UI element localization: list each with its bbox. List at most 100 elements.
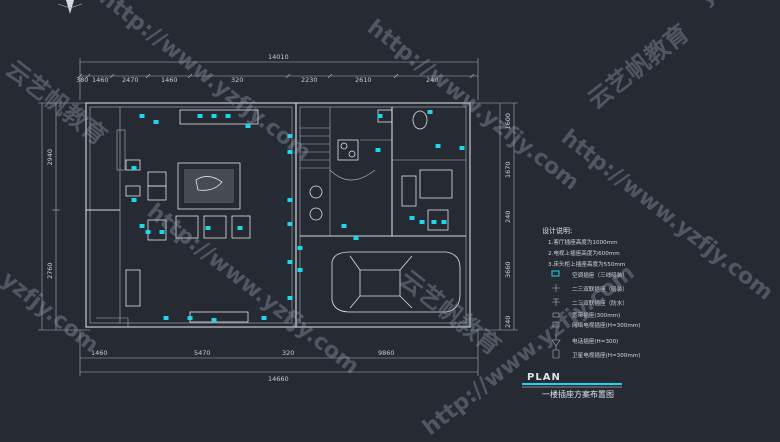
- socket-marker: [287, 222, 293, 226]
- legend-title: 设计说明:: [542, 226, 572, 235]
- socket-marker: [261, 316, 267, 320]
- socket-marker: [287, 150, 293, 154]
- watermark-url-3: http://www.yzfjy.com: [142, 199, 363, 380]
- bottom-dimension-lines: [79, 330, 479, 376]
- right-dimension-lines: [470, 102, 518, 331]
- dimension-tick: [109, 73, 115, 79]
- dimension-tick: [77, 73, 83, 79]
- top-segment-dimension: 2230: [301, 76, 318, 84]
- dimension-tick: [145, 73, 151, 79]
- socket-marker: [377, 114, 383, 118]
- watermark-url-6: yzfjy.com: [694, 0, 780, 11]
- socket-marker: [459, 146, 465, 150]
- socket-marker: [139, 114, 145, 118]
- watermark-url-2: http://www.yzfjy.com: [362, 15, 583, 196]
- socket-marker: [139, 224, 145, 228]
- plan-title-block: PLAN 一楼插座方案布置图: [522, 372, 622, 399]
- socket-marker: [245, 124, 251, 128]
- socket-marker: [237, 226, 243, 230]
- legend-item-broadband: 宽带插座(300mm): [572, 311, 620, 319]
- dimension-tick: [285, 73, 291, 79]
- socket-marker: [287, 198, 293, 202]
- left-dimension-lines: [38, 102, 90, 331]
- socket-marker: [197, 114, 203, 118]
- top-segment-dimension: 380: [76, 76, 88, 84]
- bottom-segment-dimension: 320: [282, 349, 294, 357]
- dimension-tick: [393, 73, 399, 79]
- living-room-furniture: [125, 109, 259, 323]
- plan-subtitle: 一楼插座方案布置图: [542, 389, 614, 399]
- dimension-tick: [187, 73, 193, 79]
- socket-marker: [131, 198, 137, 202]
- legend-symbol-satellite-tv: [552, 346, 560, 359]
- watermark-url-5: yzfjy.com: [0, 267, 103, 358]
- socket-marker: [441, 220, 447, 224]
- socket-marker: [187, 316, 193, 320]
- bottom-segment-dimension: 9860: [378, 349, 395, 357]
- socket-marker: [297, 246, 303, 250]
- socket-marker: [225, 114, 231, 118]
- legend-symbol-double-socket: [552, 284, 560, 292]
- right-segment-dimension: 240: [504, 316, 512, 328]
- bottom-segment-dimension: 5470: [194, 349, 211, 357]
- left-segment-dimension: 2940: [46, 149, 54, 166]
- socket-marker: [353, 236, 359, 240]
- socket-symbols: [131, 110, 465, 322]
- legend-note-3: 3.床头柜上插座高度为550mm: [548, 260, 625, 268]
- top-segment-dimension: 320: [231, 76, 243, 84]
- dimension-tick: [85, 73, 91, 79]
- legend-symbol-waterproof-socket: [552, 298, 560, 306]
- legend-item-satellite-tv: 卫星电视插座(H=300mm): [572, 351, 640, 359]
- right-segment-dimension: 1670: [504, 161, 512, 178]
- right-segment-dimension: 3660: [504, 261, 512, 278]
- top-segment-dimension: 2470: [122, 76, 139, 84]
- socket-marker: [153, 120, 159, 124]
- socket-marker: [131, 166, 137, 170]
- socket-marker: [287, 134, 293, 138]
- car-icon: [331, 251, 461, 313]
- socket-marker: [205, 226, 211, 230]
- socket-marker: [375, 148, 381, 152]
- top-segment-dimension: 1460: [161, 76, 178, 84]
- top-total-dimension: 14010: [268, 53, 289, 61]
- legend-note-2: 2.电视上插座高度为600mm: [548, 249, 620, 257]
- design-notes-legend: 设计说明: 1.客厅插座高度为1000mm 2.电视上插座高度为600mm 3.…: [542, 226, 640, 359]
- socket-marker: [297, 268, 303, 272]
- plan-label: PLAN: [527, 372, 561, 383]
- socket-marker: [211, 318, 217, 322]
- top-segment-dimension: 1460: [92, 76, 109, 84]
- socket-marker: [431, 220, 437, 224]
- dimension-tick: [469, 73, 475, 79]
- socket-marker: [427, 110, 433, 114]
- legend-item-ac: 空调插座（三线暗装）: [572, 271, 628, 279]
- legend-item-double-socket: 二三双联插座（暗装）: [572, 285, 628, 293]
- socket-marker: [435, 144, 441, 148]
- legend-symbol-broadband: [552, 312, 560, 318]
- legend-item-waterproof-socket: 二三双联插座（防水）: [572, 299, 628, 307]
- legend-item-phone: 电话插座(H=300): [572, 337, 618, 345]
- legend-symbol-phone: [551, 334, 561, 347]
- left-segment-dimension: 2760: [46, 262, 54, 279]
- socket-marker: [287, 296, 293, 300]
- kitchen-bath-fixtures: [309, 109, 453, 231]
- socket-marker: [211, 114, 217, 118]
- watermark-brand-2: 云艺帆教育: [394, 265, 506, 361]
- socket-marker: [145, 230, 151, 234]
- watermark-url-7: http://www.yzfjy.com: [418, 260, 639, 441]
- right-segment-dimension: 1600: [504, 113, 512, 130]
- legend-symbol-network-tv: [552, 321, 560, 328]
- socket-marker: [163, 316, 169, 320]
- top-segment-dimension: 240: [426, 76, 438, 84]
- dimension-tick: [327, 73, 333, 79]
- watermark-brand-3: 云艺帆教育: [582, 19, 694, 115]
- legend-item-network-tv: 网络电视插座(H=300mm): [572, 321, 640, 329]
- socket-marker: [287, 260, 293, 264]
- bottom-total-dimension: 14660: [268, 375, 289, 383]
- socket-marker: [419, 220, 425, 224]
- top-dimension-lines: [77, 58, 479, 100]
- socket-marker: [159, 230, 165, 234]
- socket-marker: [341, 224, 347, 228]
- north-arrow-icon: [57, 0, 83, 14]
